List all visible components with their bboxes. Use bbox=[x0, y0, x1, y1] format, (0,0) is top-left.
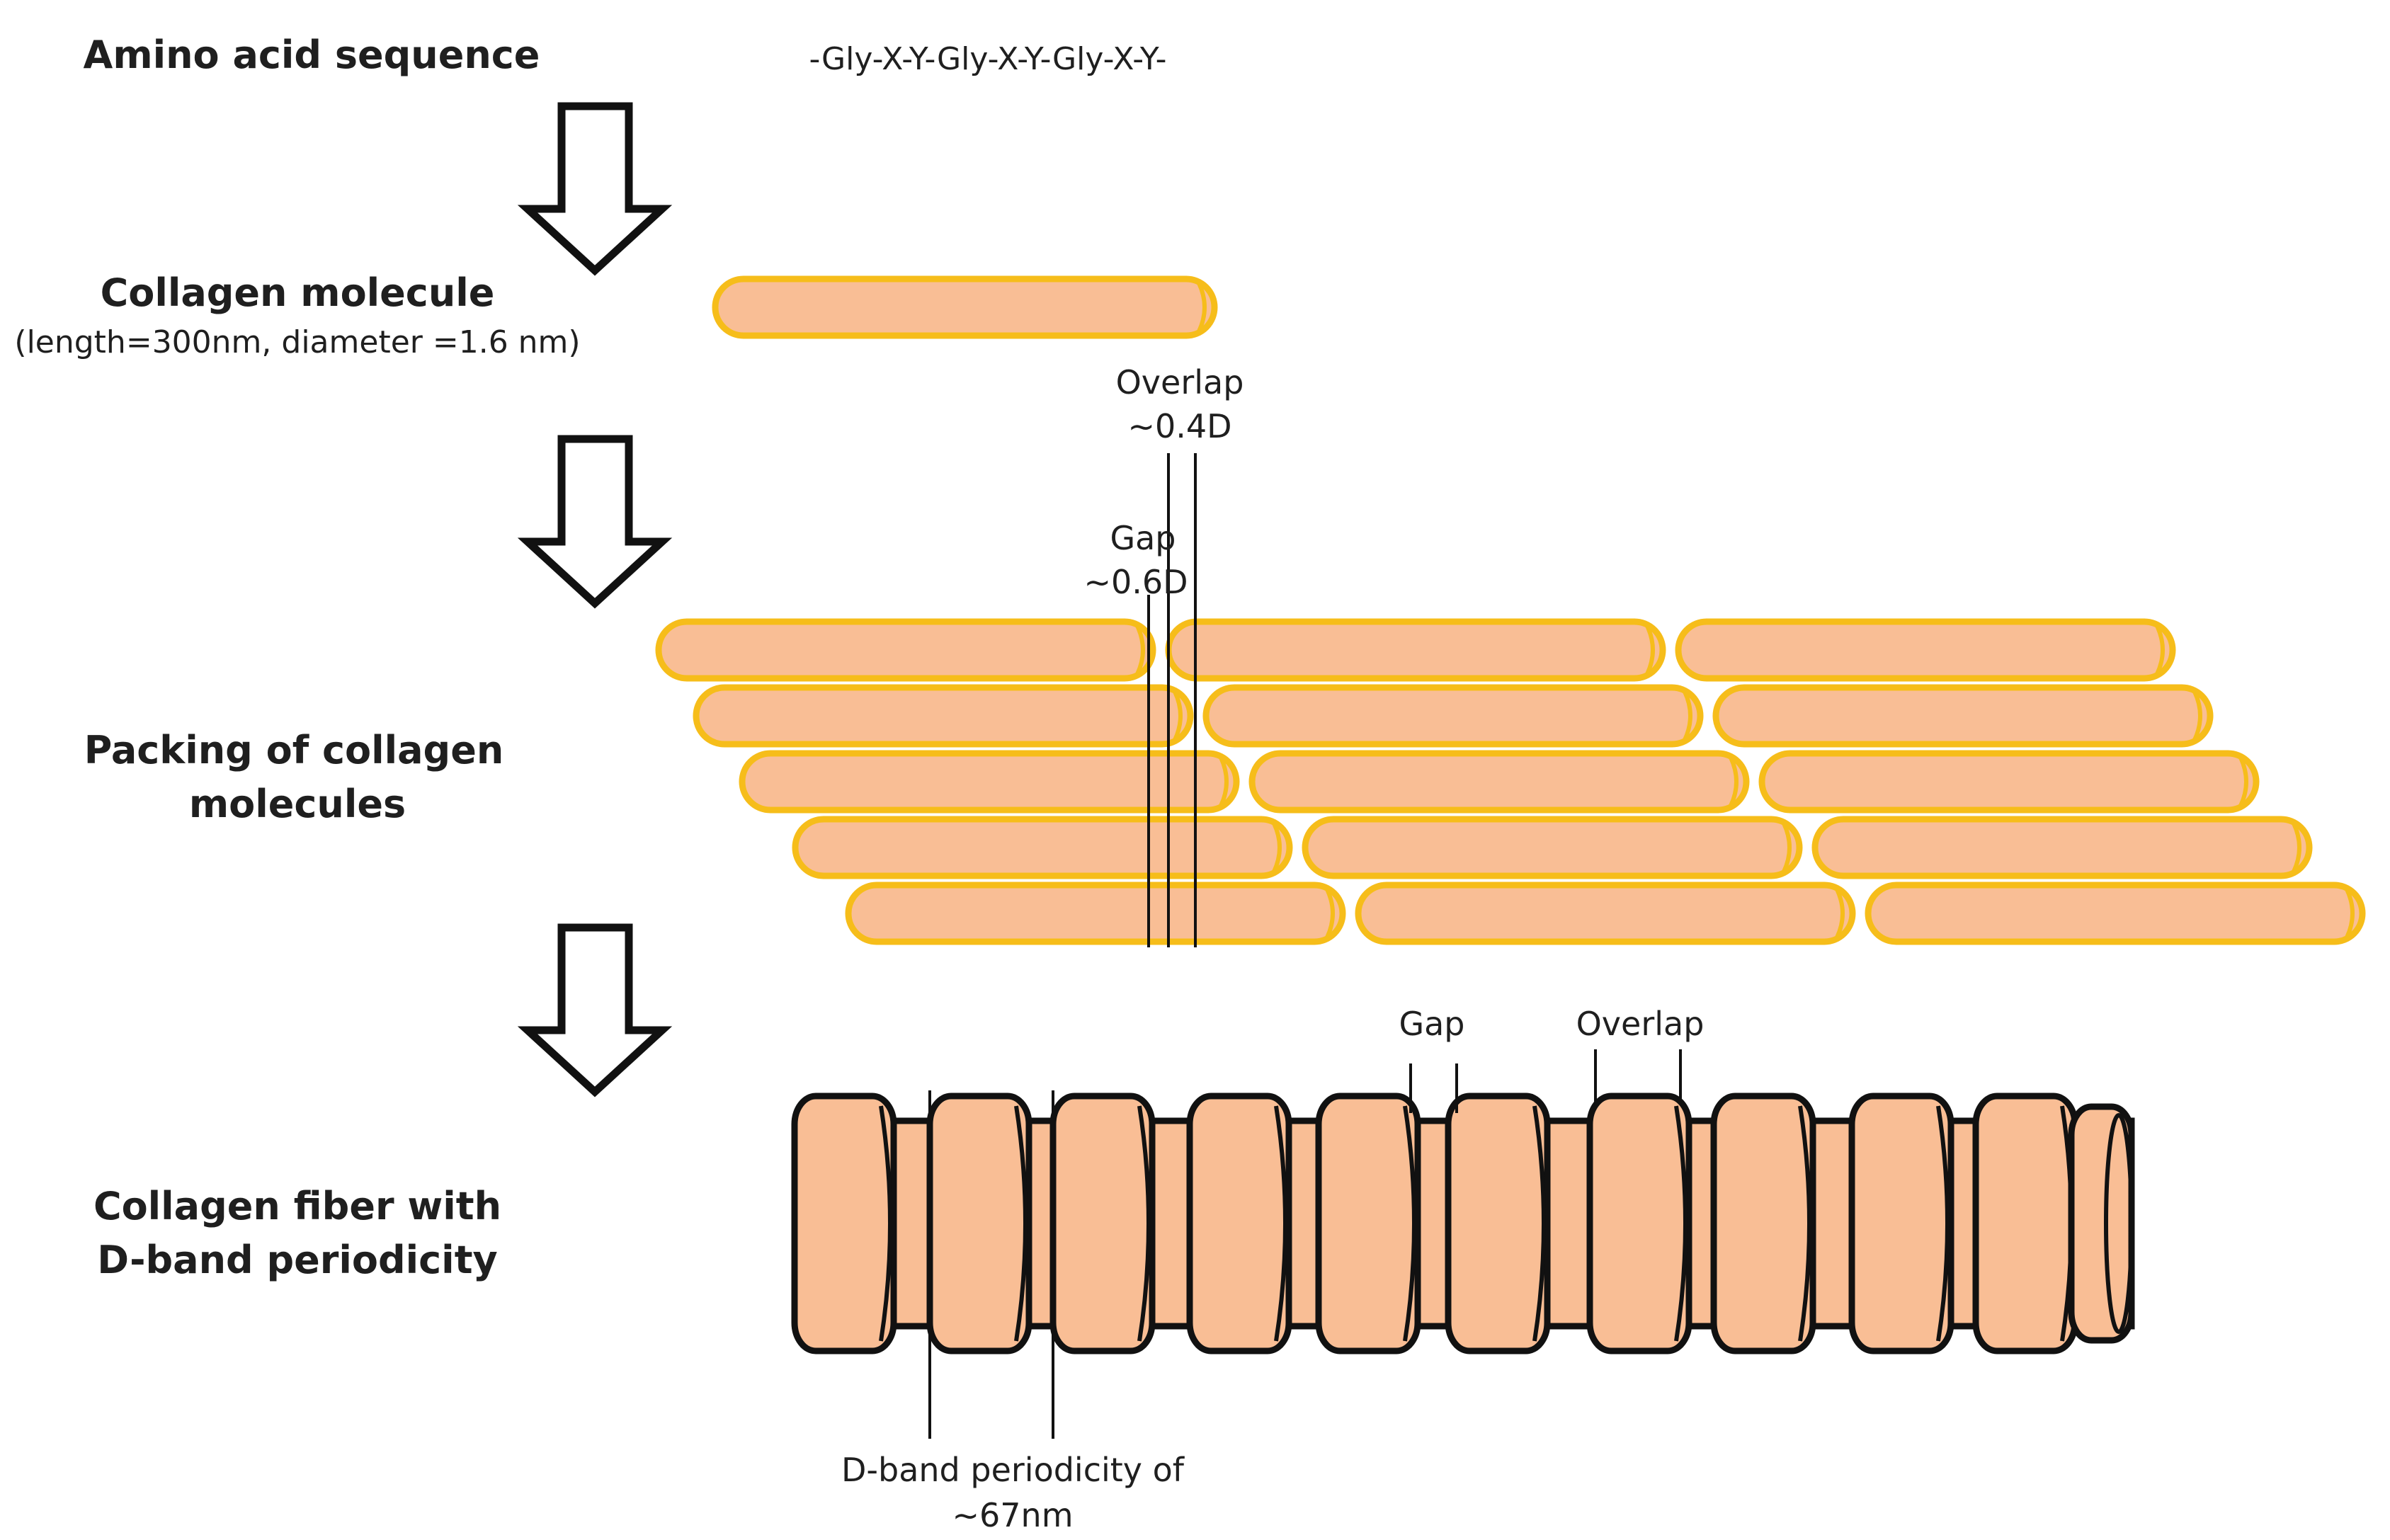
fiber-title-line1: Collagen fiber with bbox=[93, 1184, 501, 1228]
overlap-label-line1: Overlap bbox=[1116, 363, 1244, 401]
molecule-subtitle: (length=300nm, diameter =1.6 nm) bbox=[14, 324, 580, 360]
fiber-gap-label: Gap bbox=[1399, 1005, 1464, 1043]
fiber-guide-lines bbox=[928, 1049, 1682, 1439]
amino-acid-title: Amino acid sequence bbox=[84, 33, 540, 77]
packed-molecules bbox=[655, 618, 2366, 945]
fiber-title-line2: D-band periodicity bbox=[97, 1238, 497, 1282]
fiber-disc-10 bbox=[1972, 1093, 2078, 1354]
fiber-disc-5 bbox=[1315, 1093, 1421, 1354]
molecule-title: Collagen molecule bbox=[101, 270, 495, 315]
packed-molecule-row3-3 bbox=[1758, 750, 2260, 814]
packed-molecule-row4-2 bbox=[1302, 816, 1803, 879]
packed-molecule-row2-1 bbox=[693, 684, 1194, 748]
fiber-disc-4 bbox=[1186, 1093, 1292, 1354]
packed-molecule-row2-2 bbox=[1202, 684, 1704, 748]
fiber-disc-8 bbox=[1710, 1093, 1816, 1354]
dband-label-line1: D-band periodicity of bbox=[841, 1451, 1185, 1489]
fiber-disc-3 bbox=[1049, 1093, 1156, 1354]
fiber-disc-6 bbox=[1445, 1093, 1551, 1354]
packed-molecule-row3-2 bbox=[1248, 750, 1750, 814]
collagen-fiber bbox=[791, 1093, 2135, 1354]
amino-acid-sequence: -Gly-X-Y-Gly-X-Y-Gly-X-Y- bbox=[809, 41, 1167, 77]
fiber-overlap-label: Overlap bbox=[1576, 1005, 1705, 1043]
fiber-disc-1 bbox=[791, 1093, 897, 1354]
fiber-disc-2 bbox=[926, 1093, 1032, 1354]
packed-molecule-row1-2 bbox=[1165, 618, 1666, 682]
fiber-disc-9 bbox=[1848, 1093, 1954, 1354]
packed-molecule-row4-1 bbox=[792, 816, 1293, 879]
packed-molecule-row2-3 bbox=[1712, 684, 2214, 748]
collagen-molecule-rod bbox=[712, 275, 1218, 339]
packing-title-line2: molecules bbox=[189, 782, 406, 826]
collagen-molecule-body bbox=[712, 275, 1218, 339]
down-arrow-icon-3 bbox=[517, 923, 673, 1097]
packed-molecule-row3-1 bbox=[739, 750, 1240, 814]
gap-label-line2: ~0.6D bbox=[1083, 563, 1188, 601]
dband-label-line2: ~67nm bbox=[952, 1496, 1073, 1534]
packing-guide-lines bbox=[1147, 453, 1197, 947]
down-arrow-icon-1 bbox=[517, 102, 673, 276]
overlap-label-line2: ~0.4D bbox=[1127, 407, 1231, 445]
fiber-end-cap bbox=[2068, 1103, 2135, 1344]
packed-molecule-row1-3 bbox=[1675, 618, 2176, 682]
gap-label-line1: Gap bbox=[1110, 519, 1176, 557]
packed-molecule-row5-1 bbox=[845, 882, 1346, 945]
packed-molecule-row1-1 bbox=[655, 618, 1156, 682]
packed-molecule-row5-2 bbox=[1355, 882, 1856, 945]
packed-molecule-row4-3 bbox=[1811, 816, 2313, 879]
packed-molecule-row5-3 bbox=[1865, 882, 2366, 945]
down-arrow-icon-2 bbox=[517, 435, 673, 609]
fiber-disc-7 bbox=[1586, 1093, 1692, 1354]
packing-title-line1: Packing of collagen bbox=[84, 728, 504, 772]
